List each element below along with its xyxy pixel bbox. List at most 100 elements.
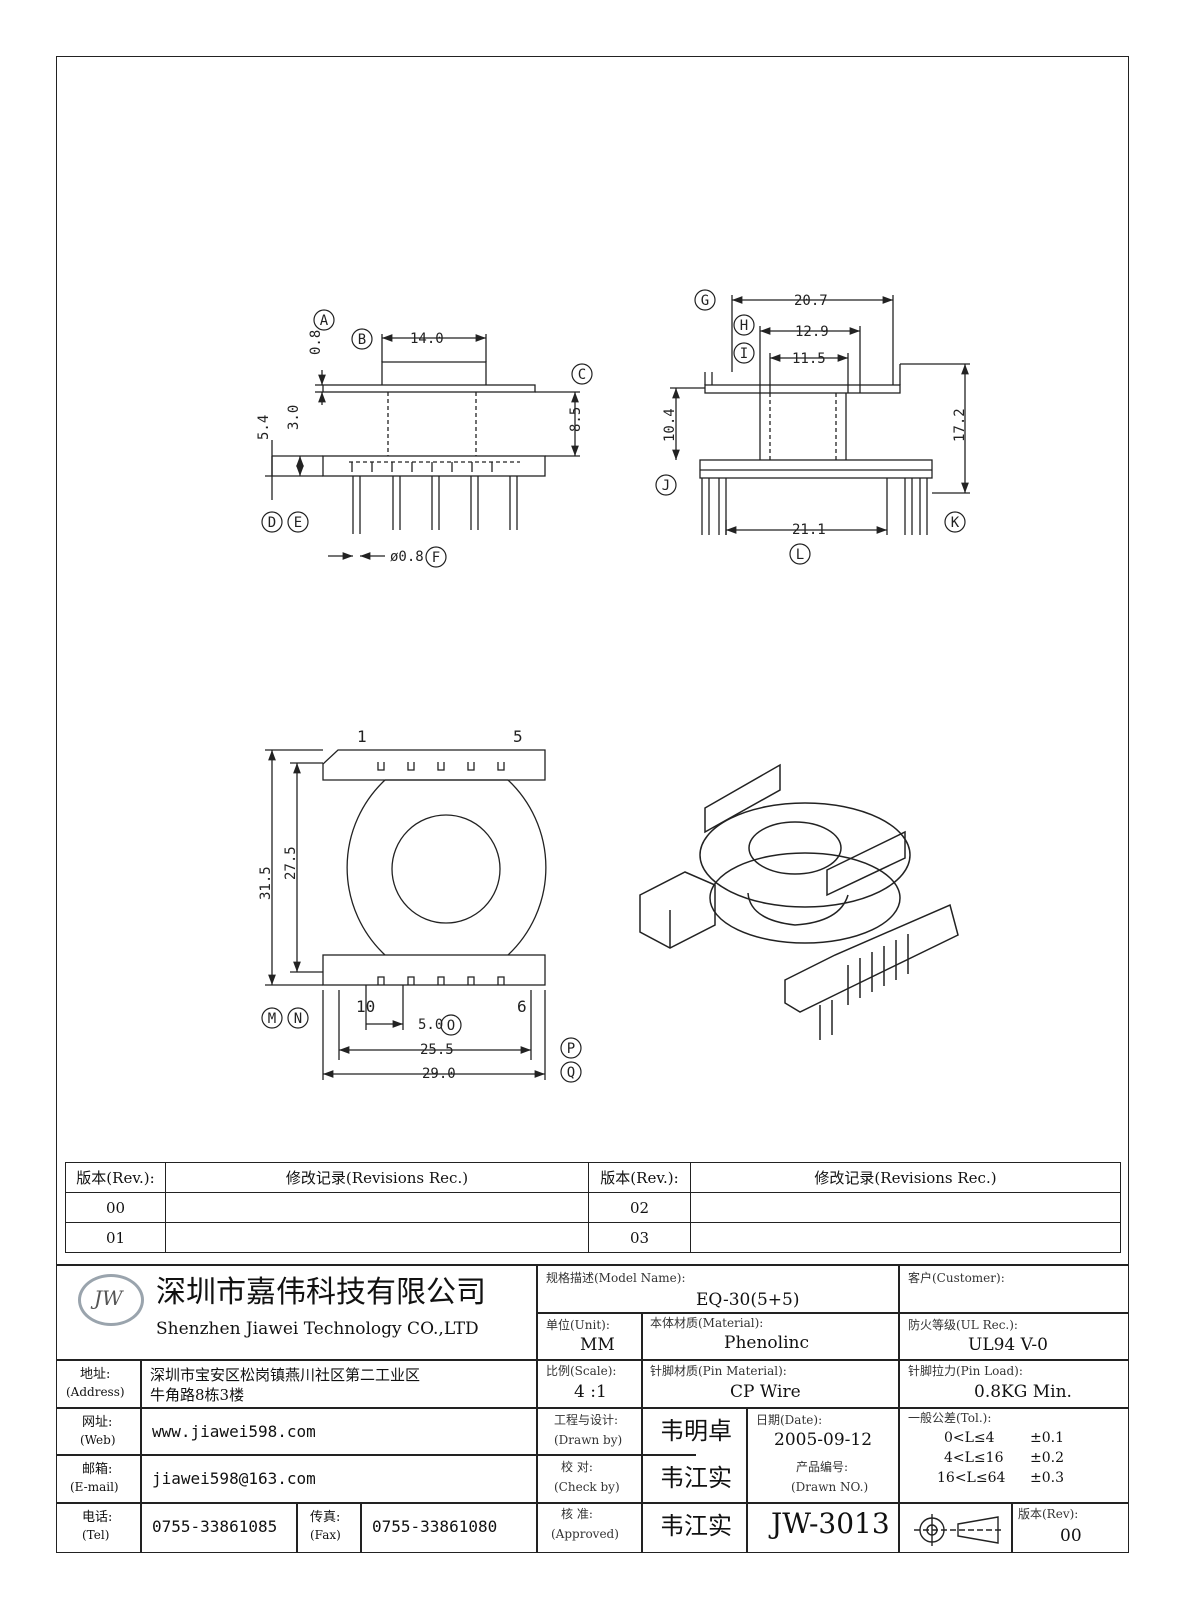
address-line-2: 牛角路8栋3楼 xyxy=(150,1386,245,1404)
callout-letter-g: G xyxy=(701,293,709,309)
callout-letter-j: J xyxy=(662,478,670,494)
callout-letter-f: F xyxy=(432,550,440,566)
drawing-no-label-en: (Drawn NO.) xyxy=(791,1480,869,1494)
dim-o-value: 5.0 xyxy=(418,1017,443,1033)
callout-letter-c: C xyxy=(578,367,586,383)
callout-circle-o xyxy=(440,1014,462,1036)
model-value: EQ-30(5+5) xyxy=(696,1290,800,1310)
dim-c-value: 8.5 xyxy=(568,407,584,432)
rev-header: 版本(Rev.): xyxy=(65,1162,166,1193)
dim-g-value: 20.7 xyxy=(794,293,828,309)
callout-circle-k xyxy=(944,511,966,533)
dim-k-value: 17.2 xyxy=(952,408,968,442)
email-link[interactable]: jiawei598@163.com xyxy=(152,1469,316,1488)
revisions-table: 版本(Rev.): 修改记录(Revisions Rec.) 版本(Rev.):… xyxy=(65,1162,1121,1253)
company-name-en: Shenzhen Jiawei Technology CO.,LTD xyxy=(156,1319,479,1339)
dim-f-value: ø0.8 xyxy=(390,549,424,565)
dim-j-value: 10.4 xyxy=(662,408,678,442)
callout-letter-o: O xyxy=(447,1018,455,1034)
pin-label-10: 10 xyxy=(356,997,375,1016)
date-value: 2005-09-12 xyxy=(774,1430,873,1450)
dim-h-value: 12.9 xyxy=(795,324,829,340)
tel-label: 电话: xyxy=(82,1510,113,1525)
rec-cell xyxy=(165,1222,589,1253)
callout-circle-q xyxy=(560,1061,582,1083)
check-by-value: 韦江实 xyxy=(660,1464,732,1492)
dim-m-value: 31.5 xyxy=(258,866,274,900)
tel-label-en: (Tel) xyxy=(82,1528,110,1542)
tolerance-range-2: 4<L≤16 xyxy=(944,1450,1004,1466)
model-label: 规格描述(Model Name): xyxy=(546,1271,686,1285)
fax-label-en: (Fax) xyxy=(310,1528,341,1542)
callout-circle-f xyxy=(425,546,447,568)
scale-label: 比例(Scale): xyxy=(546,1364,617,1378)
pin-label-1: 1 xyxy=(357,727,367,746)
dim-q-value: 29.0 xyxy=(422,1066,456,1082)
logo-text: JW xyxy=(94,1286,123,1310)
callout-letter-a: A xyxy=(320,313,329,329)
callout-circle-e xyxy=(287,511,309,533)
pin-material-label: 针脚材质(Pin Material): xyxy=(650,1364,787,1378)
callout-circle-b xyxy=(351,328,373,350)
callout-letter-q: Q xyxy=(567,1065,575,1081)
table-row: 01 03 xyxy=(65,1222,1121,1253)
drawn-by-value: 韦明卓 xyxy=(660,1417,732,1445)
date-label: 日期(Date): xyxy=(756,1413,823,1427)
tolerance-value-1: ±0.1 xyxy=(1030,1430,1064,1446)
technical-drawing: 14.0 0.8 8.5 5.4 3.0 ø0.8 20.7 12.9 11.5… xyxy=(256,289,970,1083)
rec-cell xyxy=(690,1192,1121,1223)
tolerance-value-2: ±0.2 xyxy=(1030,1450,1064,1466)
address-label: 地址: xyxy=(80,1367,111,1382)
callout-circle-l xyxy=(789,543,811,565)
approved-value: 韦江实 xyxy=(660,1512,732,1540)
rev-cell: 00 xyxy=(65,1192,166,1223)
callout-letter-b: B xyxy=(358,332,366,348)
callout-circle-h xyxy=(733,314,755,336)
dim-a-value: 0.8 xyxy=(308,330,324,355)
rev-cell: 03 xyxy=(588,1222,691,1253)
callout-letter-p: P xyxy=(567,1041,575,1057)
dim-i-value: 11.5 xyxy=(792,351,826,367)
tel-value: 0755-33861085 xyxy=(152,1517,278,1536)
check-by-label: 校 对: xyxy=(561,1460,593,1474)
address-label-en: (Address) xyxy=(66,1385,125,1399)
callout-letter-d: D xyxy=(268,515,276,531)
dim-b-value: 14.0 xyxy=(410,331,444,347)
tolerance-range-1: 0<L≤4 xyxy=(944,1430,995,1446)
unit-value: MM xyxy=(580,1335,615,1355)
dim-p-value: 25.5 xyxy=(420,1042,454,1058)
rec-header: 修改记录(Revisions Rec.) xyxy=(690,1162,1121,1193)
scale-value: 4 :1 xyxy=(574,1382,607,1402)
drawn-by-label-en: (Drawn by) xyxy=(554,1433,623,1447)
callout-circle-d xyxy=(261,511,283,533)
rec-cell xyxy=(165,1192,589,1223)
company-logo xyxy=(78,1274,144,1326)
top-view xyxy=(265,334,580,560)
approved-label-en: (Approved) xyxy=(551,1527,619,1541)
drawn-by-label: 工程与设计: xyxy=(554,1413,619,1427)
callout-letter-e: E xyxy=(294,515,302,531)
address-line-1: 深圳市宝安区松岗镇燕川社区第二工业区 xyxy=(150,1366,421,1384)
callout-letter-l: L xyxy=(796,547,804,563)
dim-n-value: 27.5 xyxy=(283,846,299,880)
pin-label-5: 5 xyxy=(513,727,523,746)
rev-cell: 02 xyxy=(588,1192,691,1223)
callout-letter-h: H xyxy=(740,318,748,334)
approved-label: 核 准: xyxy=(561,1507,593,1521)
web-link[interactable]: www.jiawei598.com xyxy=(152,1422,316,1441)
callout-letter-k: K xyxy=(951,515,960,531)
unit-label: 单位(Unit): xyxy=(546,1318,610,1332)
tolerance-value-3: ±0.3 xyxy=(1030,1470,1064,1486)
web-label: 网址: xyxy=(82,1415,113,1430)
pin-label-6: 6 xyxy=(517,997,527,1016)
callout-letter-n: N xyxy=(294,1011,302,1027)
callout-circle-j xyxy=(655,474,677,496)
callout-circle-p xyxy=(560,1037,582,1059)
pin-load-label: 针脚拉力(Pin Load): xyxy=(908,1364,1023,1378)
drawing-frame xyxy=(56,56,1129,1553)
drawing-number: JW-3013 xyxy=(771,1507,890,1540)
callout-letter-i: I xyxy=(740,346,748,362)
tolerance-range-3: 16<L≤64 xyxy=(937,1470,1006,1486)
isometric-view xyxy=(639,763,959,1040)
rev-value: 00 xyxy=(1060,1526,1082,1546)
